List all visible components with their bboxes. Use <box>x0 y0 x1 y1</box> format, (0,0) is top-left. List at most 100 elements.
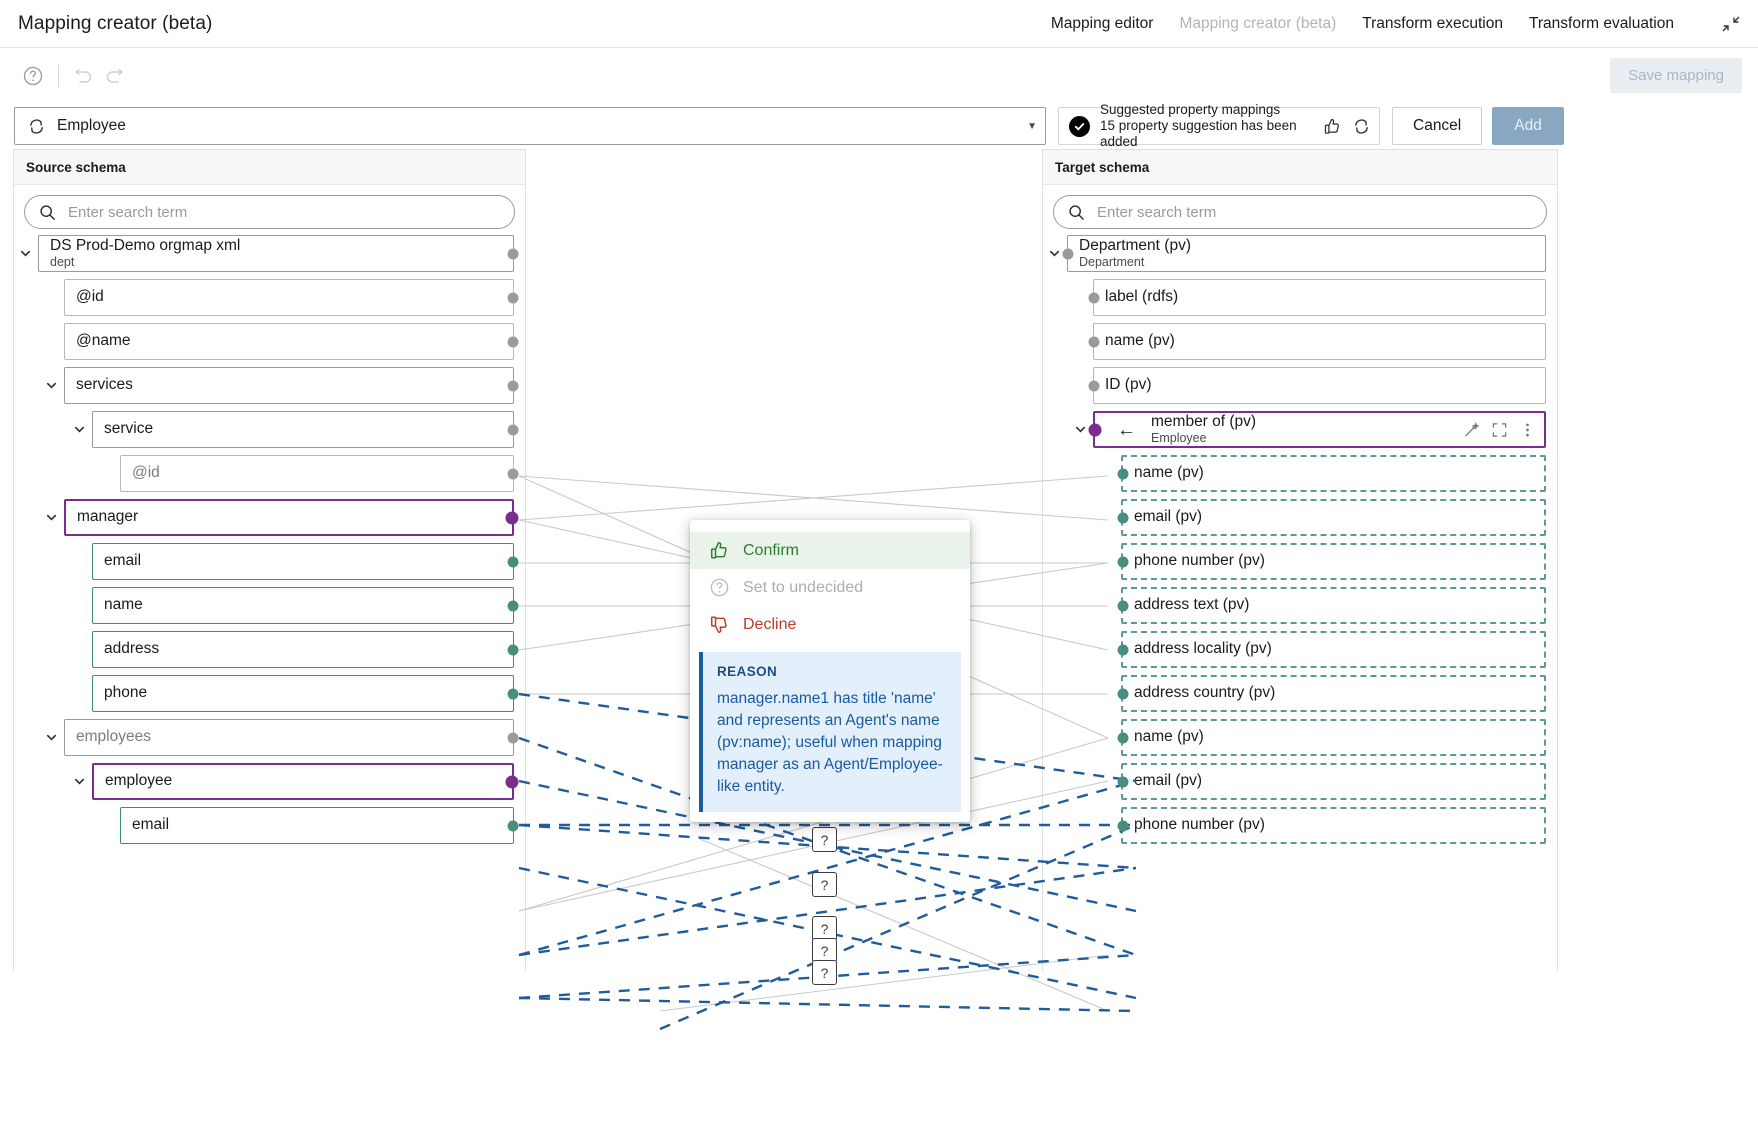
target-node-email-2[interactable]: email (pv) <box>1117 763 1546 800</box>
connector-dot[interactable] <box>507 644 519 655</box>
connector-dot[interactable] <box>1117 776 1129 787</box>
chevron-down-icon[interactable] <box>68 771 90 793</box>
connector-dot[interactable] <box>1088 380 1100 391</box>
connector-dot[interactable] <box>1117 732 1129 743</box>
set-undecided-menu-item[interactable]: Set to undecided <box>690 569 970 606</box>
tree-row: address locality (pv) <box>1043 631 1557 668</box>
tree-row: address country (pv) <box>1043 675 1557 712</box>
connector-dot[interactable] <box>507 292 519 303</box>
question-badge[interactable]: ? <box>812 827 837 852</box>
refresh-icon[interactable] <box>1352 117 1371 136</box>
target-node-label-rdfs[interactable]: label (rdfs) <box>1088 279 1546 316</box>
entity-select[interactable]: Employee ▼ <box>14 107 1046 145</box>
tree-row: @id <box>14 455 525 492</box>
nav-item-mapping-creator[interactable]: Mapping creator (beta) <box>1179 14 1337 32</box>
source-node-services[interactable]: services <box>64 367 519 404</box>
tree-row: phone number (pv) <box>1043 807 1557 844</box>
chevron-down-icon[interactable] <box>68 419 90 441</box>
connector-dot[interactable] <box>507 336 519 347</box>
thumbs-up-icon[interactable] <box>1323 117 1342 136</box>
question-badge[interactable]: ? <box>812 960 837 985</box>
decline-menu-item[interactable]: Decline <box>690 606 970 643</box>
connector-dot[interactable] <box>507 380 519 391</box>
source-node-employee-email[interactable]: email <box>120 807 519 844</box>
connector-dot[interactable] <box>1117 512 1129 523</box>
magic-wand-icon[interactable] <box>1463 421 1480 438</box>
cancel-button[interactable]: Cancel <box>1392 107 1483 145</box>
chevron-down-icon[interactable] <box>40 507 62 529</box>
connector-dot[interactable] <box>507 468 519 479</box>
source-node-service-id[interactable]: @id <box>120 455 519 492</box>
source-node-id[interactable]: @id <box>64 279 519 316</box>
source-node-manager-phone[interactable]: phone <box>92 675 519 712</box>
expand-icon[interactable] <box>1491 421 1508 438</box>
target-node-phone-number-2[interactable]: phone number (pv) <box>1117 807 1546 844</box>
chevron-down-icon[interactable] <box>40 375 62 397</box>
target-node-address-country[interactable]: address country (pv) <box>1117 675 1546 712</box>
add-button[interactable]: Add <box>1492 107 1564 145</box>
connector-dot[interactable] <box>507 820 519 831</box>
chevron-down-icon[interactable] <box>1043 243 1065 265</box>
target-node-email[interactable]: email (pv) <box>1117 499 1546 536</box>
source-node-manager-address[interactable]: address <box>92 631 519 668</box>
connector-dot[interactable] <box>505 775 519 788</box>
connector-dot[interactable] <box>1088 423 1102 436</box>
connector-dot[interactable] <box>507 732 519 743</box>
connector-dot[interactable] <box>507 600 519 611</box>
connector-dot[interactable] <box>507 688 519 699</box>
source-node-manager-email[interactable]: email <box>92 543 519 580</box>
nav-item-mapping-editor[interactable]: Mapping editor <box>1050 14 1154 32</box>
connector-dot[interactable] <box>507 556 519 567</box>
target-node-address-text[interactable]: address text (pv) <box>1117 587 1546 624</box>
source-node-name-attr[interactable]: @name <box>64 323 519 360</box>
target-node-address-locality[interactable]: address locality (pv) <box>1117 631 1546 668</box>
target-node-member-of[interactable]: ← member of (pv) Employee <box>1088 411 1546 448</box>
source-node-employee[interactable]: employee <box>92 763 519 800</box>
source-node-manager[interactable]: manager <box>64 499 519 536</box>
redo-icon[interactable] <box>99 61 129 91</box>
target-node-id-pv[interactable]: ID (pv) <box>1088 367 1546 404</box>
connector-dot[interactable] <box>1117 820 1129 831</box>
target-search-input[interactable] <box>1095 202 1532 222</box>
target-search-box[interactable] <box>1053 195 1547 229</box>
set-undecided-label: Set to undecided <box>743 578 864 596</box>
suggestion-text: Suggested property mappings 15 property … <box>1100 102 1315 150</box>
connector-dot[interactable] <box>1117 688 1129 699</box>
tree-row: services <box>14 367 525 404</box>
question-badge[interactable]: ? <box>812 872 837 897</box>
connector-dot[interactable] <box>1117 600 1129 611</box>
nav-item-transform-execution[interactable]: Transform execution <box>1362 14 1503 32</box>
connector-dot[interactable] <box>1117 556 1129 567</box>
node-label: address country (pv) <box>1134 684 1276 702</box>
connector-dot[interactable] <box>1117 644 1129 655</box>
chevron-down-icon[interactable] <box>40 727 62 749</box>
target-node-name-2[interactable]: name (pv) <box>1117 719 1546 756</box>
connector-dot[interactable] <box>1117 468 1129 479</box>
tree-row: employees <box>14 719 525 756</box>
connector-dot[interactable] <box>1088 292 1100 303</box>
connector-dot[interactable] <box>1088 336 1100 347</box>
chevron-down-icon[interactable] <box>14 243 36 265</box>
connector-dot[interactable] <box>505 511 519 524</box>
connector-dot[interactable] <box>507 248 519 259</box>
source-node-service[interactable]: service <box>92 411 519 448</box>
target-node-name[interactable]: name (pv) <box>1117 455 1546 492</box>
nav-item-transform-evaluation[interactable]: Transform evaluation <box>1528 14 1674 32</box>
confirm-menu-item[interactable]: Confirm <box>690 532 970 569</box>
source-node-ds-prod-demo[interactable]: DS Prod-Demo orgmap xml dept <box>38 235 519 272</box>
target-node-name-pv[interactable]: name (pv) <box>1088 323 1546 360</box>
undo-icon[interactable] <box>69 61 99 91</box>
connector-dot[interactable] <box>1062 248 1074 259</box>
source-search-input[interactable] <box>66 202 500 222</box>
save-mapping-button[interactable]: Save mapping <box>1610 58 1742 93</box>
more-vertical-icon[interactable] <box>1519 421 1536 438</box>
chevron-down-icon[interactable] <box>1069 419 1091 441</box>
source-node-manager-name[interactable]: name <box>92 587 519 624</box>
source-node-employees[interactable]: employees <box>64 719 519 756</box>
target-node-department[interactable]: Department (pv) Department <box>1062 235 1546 272</box>
source-search-box[interactable] <box>24 195 515 229</box>
collapse-diagonal-icon[interactable] <box>1720 13 1742 35</box>
target-node-phone-number[interactable]: phone number (pv) <box>1117 543 1546 580</box>
help-circle-icon[interactable] <box>18 61 48 91</box>
connector-dot[interactable] <box>507 424 519 435</box>
